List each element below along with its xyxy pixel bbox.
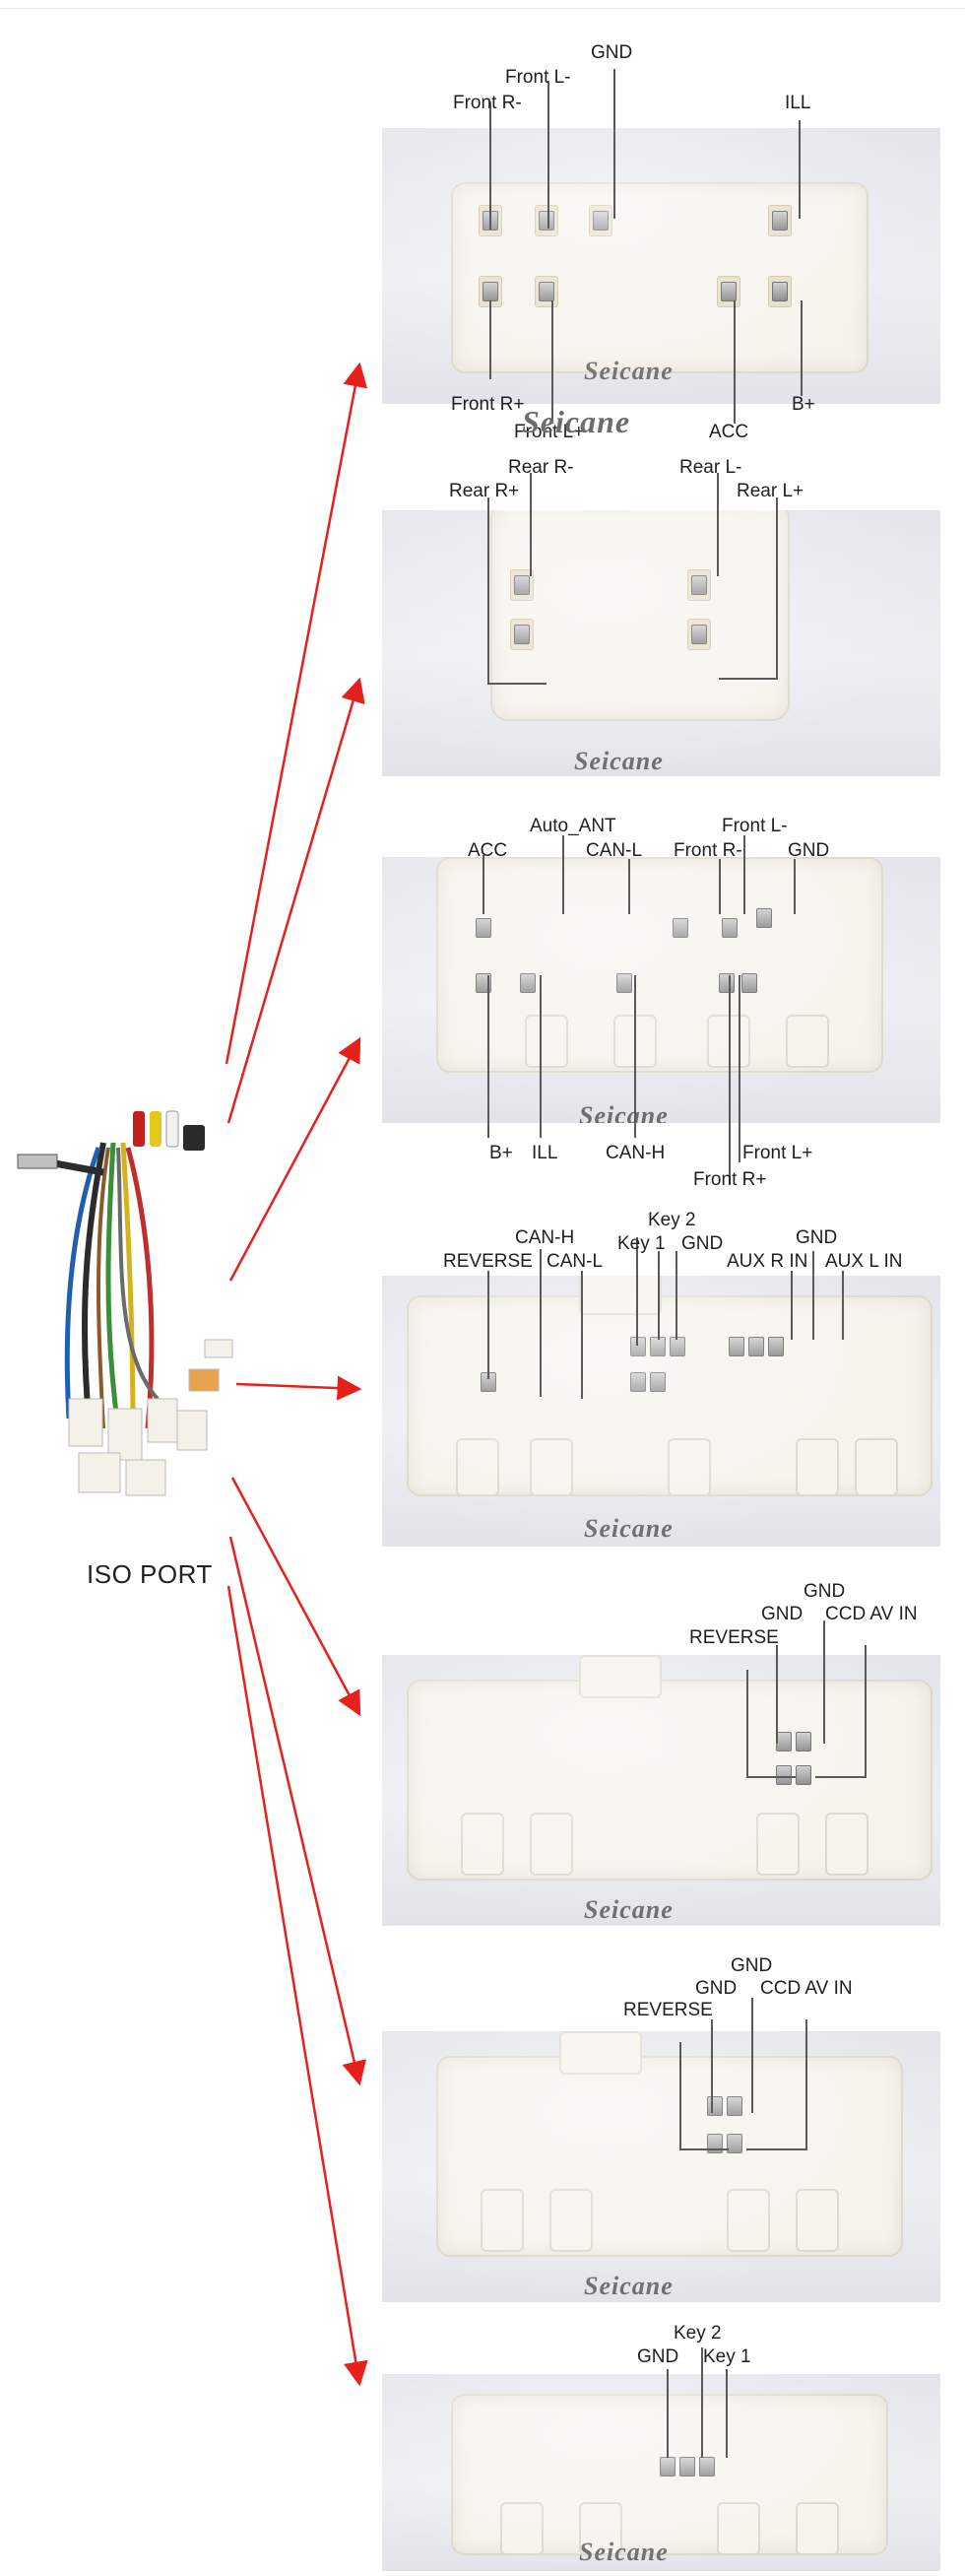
watermark: Seicane (574, 747, 664, 775)
label-key-1: Key 1 (703, 2346, 751, 2367)
connector-body (451, 182, 868, 373)
arrow-c7 (226, 1585, 368, 2387)
watermark: Seicane (579, 1101, 669, 1123)
label-front-l-minus: Front L- (722, 816, 788, 836)
label-front-l-minus: Front L- (505, 67, 571, 88)
label-front-l-plus: Front L+ (742, 1143, 813, 1163)
label-b-plus: B+ (792, 394, 815, 415)
label-gnd: GND (788, 840, 830, 861)
label-aux-r-in: AUX R IN (727, 1251, 808, 1272)
label-gnd: GND (591, 42, 633, 63)
connector-panel-5: Seicane (382, 1655, 940, 1926)
connector-panel-2: Seicane (382, 510, 940, 776)
label-can-h: CAN-H (515, 1227, 575, 1248)
label-acc: ACC (709, 422, 749, 442)
label-rear-r-plus: Rear R+ (449, 481, 520, 501)
label-key-1: Key 1 (617, 1233, 666, 1254)
top-divider (0, 8, 965, 9)
arrow-c2 (226, 677, 365, 1124)
label-aux-l-in: AUX L IN (825, 1251, 903, 1272)
connector-panel-4: Seicane (382, 1276, 940, 1547)
label-rear-l-minus: Rear L- (679, 457, 742, 478)
arrow-c3 (228, 1036, 361, 1282)
arrow-c5 (230, 1477, 361, 1717)
label-front-l-plus: Front L+ (514, 422, 585, 442)
label-ill: ILL (785, 93, 811, 113)
connector-panel-7: Seicane (382, 2374, 940, 2571)
label-auto-ant: Auto_ANT (530, 816, 616, 836)
label-front-r-plus: Front R+ (693, 1169, 767, 1190)
label-gnd-2: GND (796, 1227, 838, 1248)
connector-panel-3: Seicane (382, 857, 940, 1123)
label-reverse: REVERSE (623, 2000, 713, 2020)
label-reverse: REVERSE (443, 1251, 533, 1272)
connector-body (490, 510, 790, 721)
label-can-l: CAN-L (586, 840, 643, 861)
watermark-2: Seicane (522, 404, 631, 439)
label-key-2: Key 2 (648, 1210, 696, 1230)
label-gnd-1: GND (681, 1233, 724, 1254)
iso-port-label: ISO PORT (87, 1559, 213, 1589)
label-ccd-av-in: CCD AV IN (825, 1604, 918, 1624)
connector-panel-1: Seicane (382, 128, 940, 404)
label-gnd-2: GND (761, 1604, 804, 1624)
arrow-c6 (228, 1536, 366, 2086)
arrow-c4 (235, 1375, 362, 1401)
label-acc: ACC (468, 840, 508, 861)
label-gnd-1: GND (731, 1955, 773, 1976)
label-rear-r-minus: Rear R- (508, 457, 574, 478)
watermark: Seicane (579, 2538, 669, 2566)
label-ccd-av-in: CCD AV IN (760, 1978, 853, 1999)
label-b-plus: B+ (489, 1143, 513, 1163)
arrow-c1 (225, 362, 368, 1065)
watermark: Seicane (584, 1895, 674, 1924)
label-can-l: CAN-L (547, 1251, 604, 1272)
label-reverse: REVERSE (689, 1627, 779, 1648)
harness-illustration (17, 1110, 233, 1496)
watermark: Seicane (584, 357, 674, 385)
label-gnd-2: GND (695, 1978, 738, 1999)
label-gnd-1: GND (804, 1581, 846, 1602)
label-gnd: GND (637, 2346, 679, 2367)
label-rear-l-plus: Rear L+ (737, 481, 804, 501)
label-front-r-minus: Front R- (453, 93, 522, 113)
label-front-r-plus: Front R+ (451, 394, 525, 415)
connector-panel-6: Seicane (382, 2031, 940, 2302)
label-front-r-minus: Front R- (674, 840, 742, 861)
watermark: Seicane (584, 2272, 674, 2300)
label-can-h: CAN-H (606, 1143, 666, 1163)
watermark: Seicane (584, 1514, 674, 1543)
label-key-2: Key 2 (674, 2323, 722, 2344)
label-ill: ILL (532, 1143, 558, 1163)
